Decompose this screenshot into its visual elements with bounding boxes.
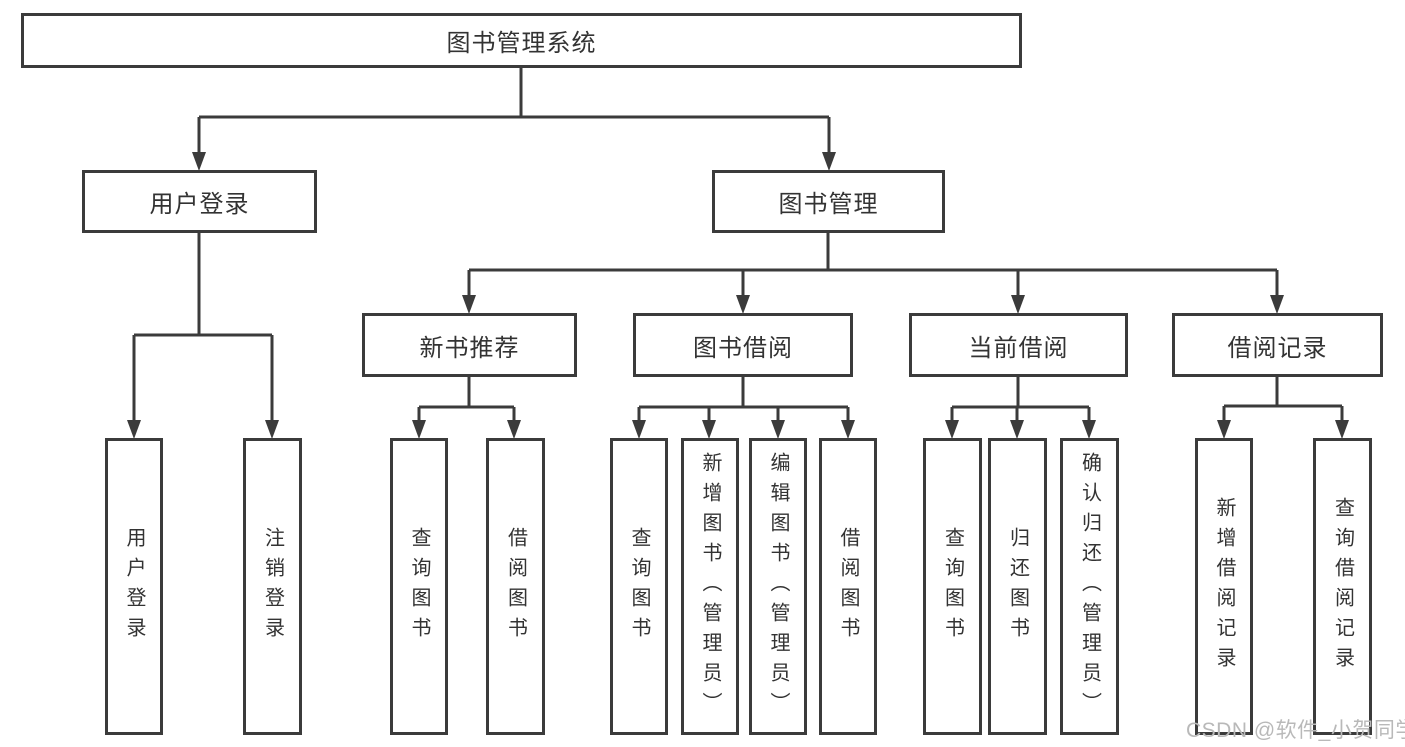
node-current-borrowing: 当前借阅	[909, 313, 1128, 377]
leaf-query-books-borrow: 查询图书	[610, 438, 668, 735]
node-label: 图书借阅	[693, 334, 793, 362]
node-label: 图书管理系统	[446, 30, 597, 57]
leaf-return-books: 归还图书	[988, 438, 1047, 735]
node-label: 确认归还（管理员）	[1078, 451, 1101, 722]
node-book-management: 图书管理	[712, 170, 945, 233]
leaf-user-login: 用户登录	[105, 438, 163, 735]
node-label: 新增图书（管理员）	[699, 451, 721, 722]
node-label: 注销登录	[261, 526, 284, 647]
leaf-add-borrow-record: 新增借阅记录	[1195, 438, 1253, 735]
node-book-borrowing: 图书借阅	[633, 313, 853, 377]
node-label: 借阅记录	[1227, 334, 1328, 362]
node-label: 查询图书	[408, 526, 430, 647]
leaf-add-book-admin: 新增图书（管理员）	[681, 438, 739, 735]
leaf-query-books-recommend: 查询图书	[390, 438, 448, 735]
node-label: 编辑图书（管理员）	[767, 451, 789, 722]
node-label: 借阅图书	[837, 526, 859, 647]
node-label: 归还图书	[1006, 526, 1029, 647]
node-user-login: 用户登录	[82, 170, 317, 233]
node-label: 当前借阅	[968, 334, 1069, 362]
node-library-system: 图书管理系统	[21, 13, 1022, 68]
leaf-borrow-books-recommend: 借阅图书	[486, 438, 545, 735]
watermark: CSDN @软件_小贺同学	[1186, 719, 1405, 742]
leaf-edit-book-admin: 编辑图书（管理员）	[749, 438, 807, 735]
node-label: 用户登录	[123, 526, 145, 647]
leaf-borrow-books-borrow: 借阅图书	[819, 438, 877, 735]
node-borrowing-records: 借阅记录	[1172, 313, 1383, 377]
node-label: 新增借阅记录	[1213, 496, 1235, 677]
node-label: 用户登录	[149, 191, 250, 218]
node-label: 新书推荐	[419, 334, 520, 362]
node-label: 借阅图书	[504, 526, 527, 647]
node-label: 图书管理	[778, 191, 879, 218]
leaf-query-borrow-record: 查询借阅记录	[1313, 438, 1372, 735]
leaf-query-books-current: 查询图书	[923, 438, 982, 735]
node-new-book-recommend: 新书推荐	[362, 313, 577, 377]
node-label: 查询借阅记录	[1331, 496, 1354, 677]
leaf-confirm-return-admin: 确认归还（管理员）	[1060, 438, 1119, 735]
leaf-logout: 注销登录	[243, 438, 302, 735]
node-label: 查询图书	[628, 526, 650, 647]
node-label: 查询图书	[941, 526, 964, 647]
